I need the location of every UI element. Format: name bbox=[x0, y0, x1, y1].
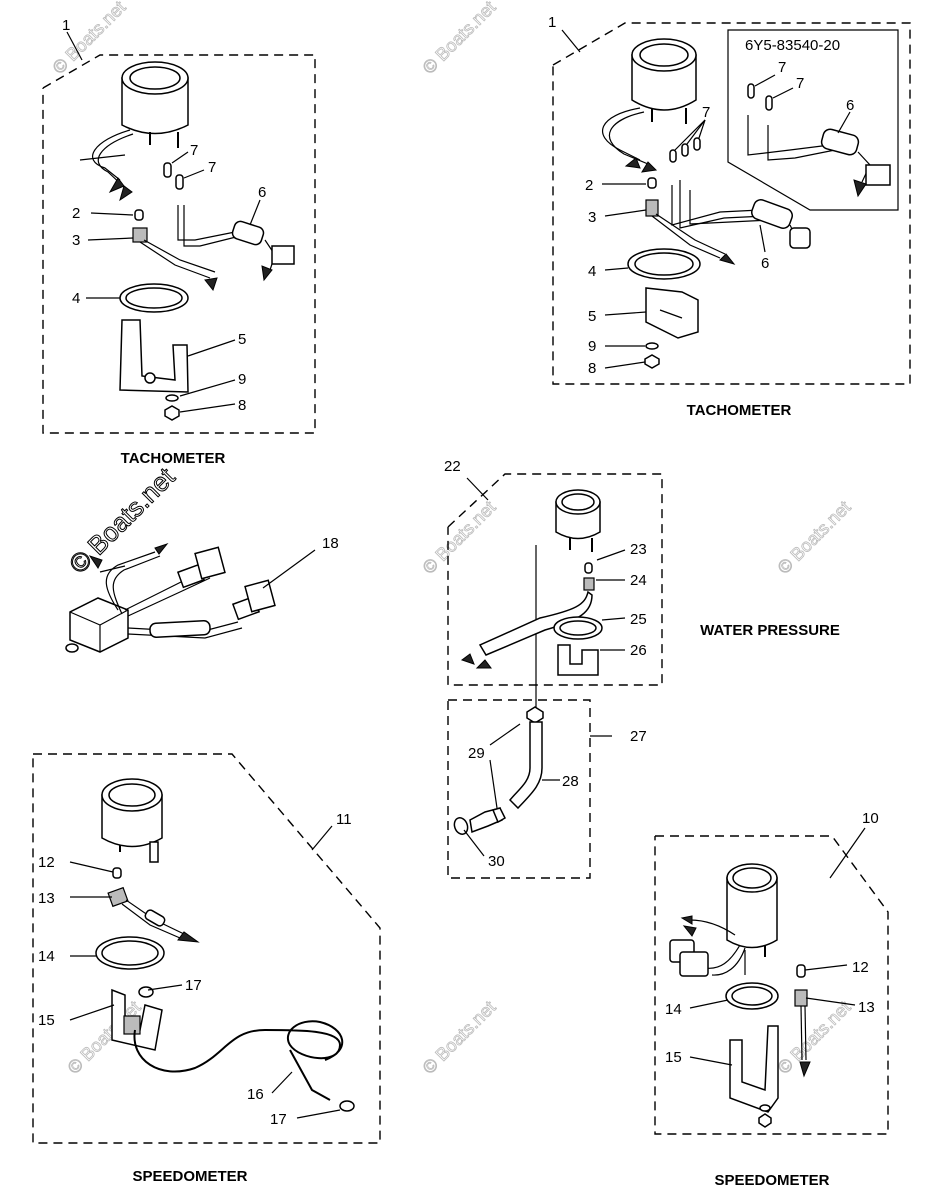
callout-4: 4 bbox=[588, 263, 596, 280]
callout-5: 5 bbox=[238, 331, 246, 348]
callout-30: 30 bbox=[488, 853, 505, 870]
callout-24: 24 bbox=[630, 572, 647, 589]
callout-28: 28 bbox=[562, 773, 579, 790]
callout-23: 23 bbox=[630, 541, 647, 558]
callout-29: 29 bbox=[468, 745, 485, 762]
watermark: © Boats.net bbox=[49, 0, 130, 78]
callout-8: 8 bbox=[238, 397, 246, 414]
callout-7: 7 bbox=[190, 142, 198, 159]
callout-22: 22 bbox=[444, 458, 461, 475]
callout-2: 2 bbox=[585, 177, 593, 194]
callout-14: 14 bbox=[665, 1001, 682, 1018]
tachometer-left-group: 1 7 7 6 2 3 4 5 9 8 TACHOMETER bbox=[42, 17, 316, 467]
watermark: © Boats.net bbox=[774, 497, 855, 578]
callout-14: 14 bbox=[38, 948, 55, 965]
callout-4: 4 bbox=[72, 290, 80, 307]
watermark: © Boats.net bbox=[419, 997, 500, 1078]
inset-part-number: 6Y5-83540-20 bbox=[745, 37, 840, 54]
callout-18: 18 bbox=[322, 535, 339, 552]
callout-15: 15 bbox=[665, 1049, 682, 1066]
callout-13: 13 bbox=[858, 999, 875, 1016]
callout-7: 7 bbox=[778, 59, 786, 76]
callout-6: 6 bbox=[761, 255, 769, 272]
group-outline bbox=[447, 699, 591, 879]
inset-box bbox=[727, 29, 899, 211]
tachometer-right-group: 6Y5-83540-20 bbox=[548, 14, 911, 419]
callout-17: 17 bbox=[270, 1111, 287, 1128]
watermark: © Boats.net bbox=[419, 497, 500, 578]
water-pressure-group: 22 23 24 25 26 27 29 28 30 WATER PRESSUR… bbox=[444, 458, 840, 879]
callout-5: 5 bbox=[588, 308, 596, 325]
callout-3: 3 bbox=[72, 232, 80, 249]
group-outline bbox=[42, 54, 316, 434]
watermark: © Boats.net bbox=[419, 0, 500, 78]
watermark: © Boats.net bbox=[774, 997, 855, 1078]
title-tachometer-left: TACHOMETER bbox=[121, 450, 226, 467]
group-outline bbox=[32, 753, 381, 1144]
title-tachometer-right: TACHOMETER bbox=[687, 402, 792, 419]
callout-17: 17 bbox=[185, 977, 202, 994]
speedometer-right-group: 10 12 14 13 15 SPEEDOMETER bbox=[654, 810, 889, 1189]
callout-6: 6 bbox=[258, 184, 266, 201]
callout-1: 1 bbox=[62, 17, 70, 34]
tachometer-gauge bbox=[631, 38, 697, 124]
tachometer-gauge bbox=[121, 61, 189, 148]
speedometer-left-group: 11 12 13 14 17 15 16 17 SPEEDOMETER bbox=[32, 753, 381, 1185]
watermark-big: © Boats.net bbox=[63, 461, 181, 579]
title-water-pressure: WATER PRESSURE bbox=[700, 622, 840, 639]
group-outline bbox=[654, 835, 889, 1135]
callout-7: 7 bbox=[702, 104, 710, 121]
callout-6: 6 bbox=[846, 97, 854, 114]
callout-7: 7 bbox=[796, 75, 804, 92]
callout-11: 11 bbox=[336, 811, 352, 828]
callout-7: 7 bbox=[208, 159, 216, 176]
title-speedometer-left: SPEEDOMETER bbox=[132, 1168, 247, 1185]
callout-10: 10 bbox=[862, 810, 879, 827]
group-outline bbox=[447, 473, 663, 686]
title-speedometer-right: SPEEDOMETER bbox=[714, 1172, 829, 1189]
callout-1: 1 bbox=[548, 14, 556, 31]
callout-12: 12 bbox=[38, 854, 55, 871]
callout-16: 16 bbox=[247, 1086, 264, 1103]
callout-26: 26 bbox=[630, 642, 647, 659]
callout-13: 13 bbox=[38, 890, 55, 907]
callout-8: 8 bbox=[588, 360, 596, 377]
callout-12: 12 bbox=[852, 959, 869, 976]
callout-9: 9 bbox=[238, 371, 246, 388]
callout-2: 2 bbox=[72, 205, 80, 222]
callout-9: 9 bbox=[588, 338, 596, 355]
callout-3: 3 bbox=[588, 209, 596, 226]
harness-18-group: 18 bbox=[65, 535, 339, 653]
group-outline bbox=[552, 22, 911, 385]
callout-27: 27 bbox=[630, 728, 647, 745]
callout-15: 15 bbox=[38, 1012, 55, 1029]
callout-25: 25 bbox=[630, 611, 647, 628]
